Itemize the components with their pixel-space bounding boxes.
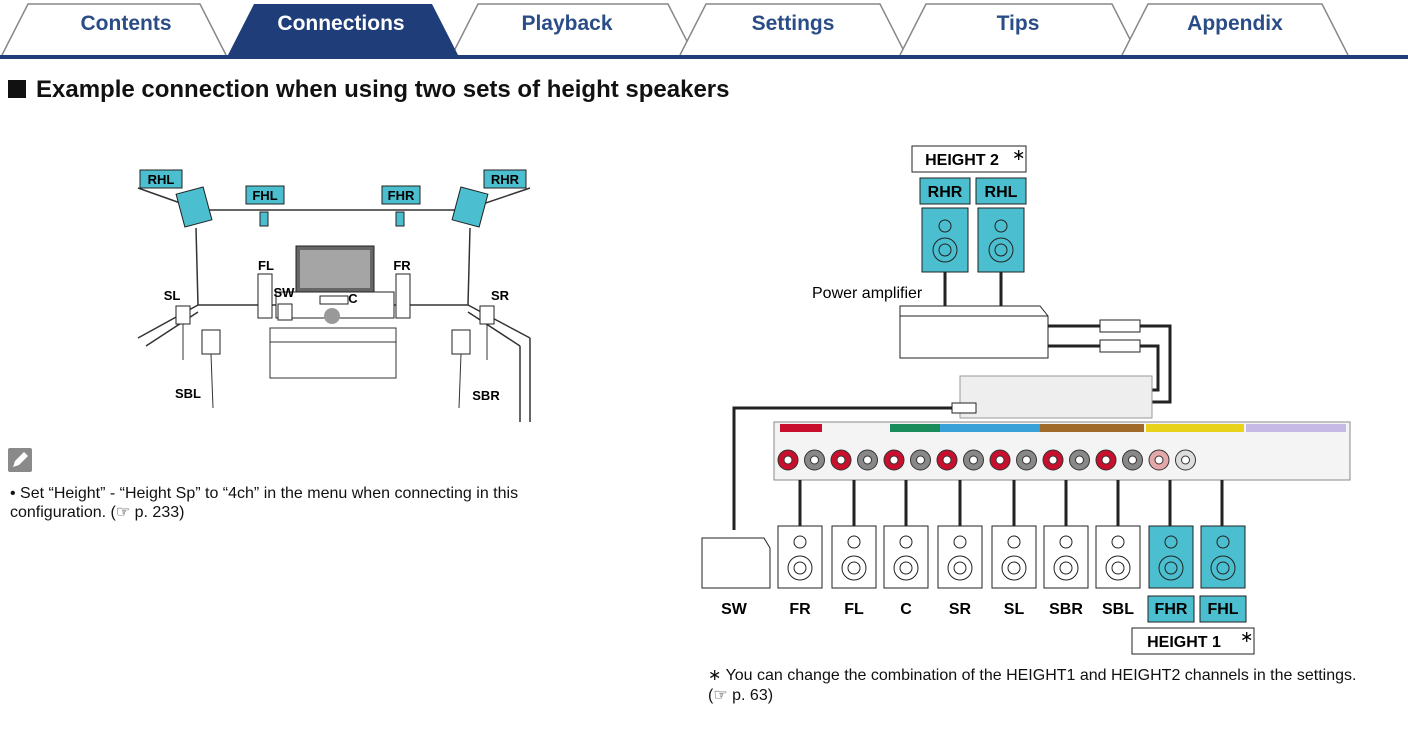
speaker-label-sw: SW — [721, 601, 748, 618]
listener-icon — [324, 308, 340, 324]
speaker-icon — [991, 525, 1037, 589]
speaker-label-sr: SR — [949, 601, 972, 618]
fl-speaker-icon — [257, 273, 273, 319]
speaker-label-fl: FL — [844, 601, 864, 618]
navigation-tabs: Contents Connections Playback Settings T… — [0, 0, 1408, 60]
speaker-label-sbr: SBR — [1049, 601, 1083, 618]
label-fl: FL — [258, 258, 274, 273]
sbl-speaker-icon — [201, 329, 221, 355]
label-rhr: RHR — [491, 172, 520, 187]
speaker-icon — [1200, 525, 1246, 589]
rca-plug-icon — [1099, 319, 1141, 333]
label-fhl: FHL — [252, 188, 277, 203]
speaker-label-fr: FR — [789, 601, 811, 618]
speaker-label-fhr: FHR — [1155, 601, 1188, 618]
label-rhl: RHL — [148, 172, 175, 187]
speaker-icon — [883, 525, 929, 589]
label-sw: SW — [274, 285, 296, 300]
footnote-page-link[interactable]: p. 63 — [732, 687, 768, 704]
fhr-speaker-icon — [395, 211, 405, 227]
label-sr: SR — [491, 288, 510, 303]
speaker-icon — [1148, 525, 1194, 589]
speaker-icon — [831, 525, 877, 589]
subwoofer-icon — [701, 537, 771, 589]
label-sbr: SBR — [472, 388, 500, 403]
tab-playback[interactable]: Playback — [521, 12, 613, 35]
header-rule — [0, 55, 1408, 59]
room-layout-diagram: RHL FHL FHR RHR FL FR SL SR SW C SBL SBR — [137, 169, 531, 422]
page-reference-icon: ☞ — [713, 687, 728, 704]
label-sl: SL — [164, 288, 181, 303]
tab-contents[interactable]: Contents — [80, 12, 172, 35]
sbr-speaker-icon — [451, 329, 471, 355]
sw-speaker-icon — [277, 303, 293, 321]
footnote-text: You can change the combination of the HE… — [725, 667, 1357, 684]
tab-connections[interactable]: Connections — [277, 12, 405, 35]
height2-speaker-label: RHR — [928, 184, 963, 201]
note-page-link[interactable]: p. 233 — [134, 504, 180, 521]
rhl-speaker-icon — [175, 186, 213, 228]
speaker-icon — [1043, 525, 1089, 589]
height2-speaker-icon — [921, 207, 969, 273]
speaker-icon — [777, 525, 823, 589]
note: • Set “Height” - “Height Sp” to “4ch” in… — [10, 485, 519, 521]
sl-speaker-icon — [175, 305, 191, 325]
height2-speaker-icon — [977, 207, 1025, 273]
label-sbl: SBL — [175, 386, 201, 401]
section-title-text: Example connection when using two sets o… — [36, 76, 730, 103]
height1-label: HEIGHT 1 — [1147, 634, 1221, 651]
power-amplifier-icon — [899, 305, 1049, 359]
speaker-label-sl: SL — [1004, 601, 1025, 618]
preout-panel — [959, 375, 1153, 419]
square-bullet-icon — [8, 80, 26, 98]
rca-plug-icon — [1099, 339, 1141, 353]
terminal-strip — [780, 424, 1346, 432]
footnote: ∗ You can change the combination of the … — [708, 667, 1357, 704]
height1-asterisk: ∗ — [1240, 629, 1253, 646]
fr-speaker-icon — [395, 273, 411, 319]
height2-asterisk: ∗ — [1012, 147, 1025, 164]
sofa-icon — [269, 327, 397, 379]
label-c: C — [348, 291, 358, 306]
tab-shapes — [1, 3, 1349, 56]
bottom-speakers — [777, 525, 1246, 589]
page-reference-icon: ☞ — [115, 504, 131, 521]
sr-speaker-icon — [479, 305, 495, 325]
footnote-marker: ∗ — [708, 667, 722, 684]
fhl-speaker-icon — [259, 211, 269, 227]
speaker-label-fhl: FHL — [1207, 601, 1238, 618]
section-title: Example connection when using two sets o… — [8, 76, 729, 104]
power-amplifier-label: Power amplifier — [812, 285, 923, 302]
speaker-icon — [1095, 525, 1141, 589]
wiring-diagram: HEIGHT 2 ∗ RHR RHL Power amplifier — [701, 145, 1351, 655]
pencil-icon — [8, 448, 32, 472]
note-text: Set “Height” - “Height Sp” to “4ch” in t… — [10, 485, 519, 521]
tab-settings[interactable]: Settings — [751, 12, 835, 35]
label-fr: FR — [393, 258, 411, 273]
speaker-label-sbl: SBL — [1102, 601, 1134, 618]
height2-label: HEIGHT 2 — [925, 152, 999, 169]
speaker-terminals — [777, 449, 1196, 471]
speaker-icon — [937, 525, 983, 589]
label-fhr: FHR — [388, 188, 415, 203]
height2-speaker-label: RHL — [985, 184, 1018, 201]
speaker-label-c: C — [900, 601, 912, 618]
tab-appendix[interactable]: Appendix — [1187, 12, 1283, 35]
rhr-speaker-icon — [451, 186, 489, 228]
tab-tips[interactable]: Tips — [996, 12, 1040, 35]
